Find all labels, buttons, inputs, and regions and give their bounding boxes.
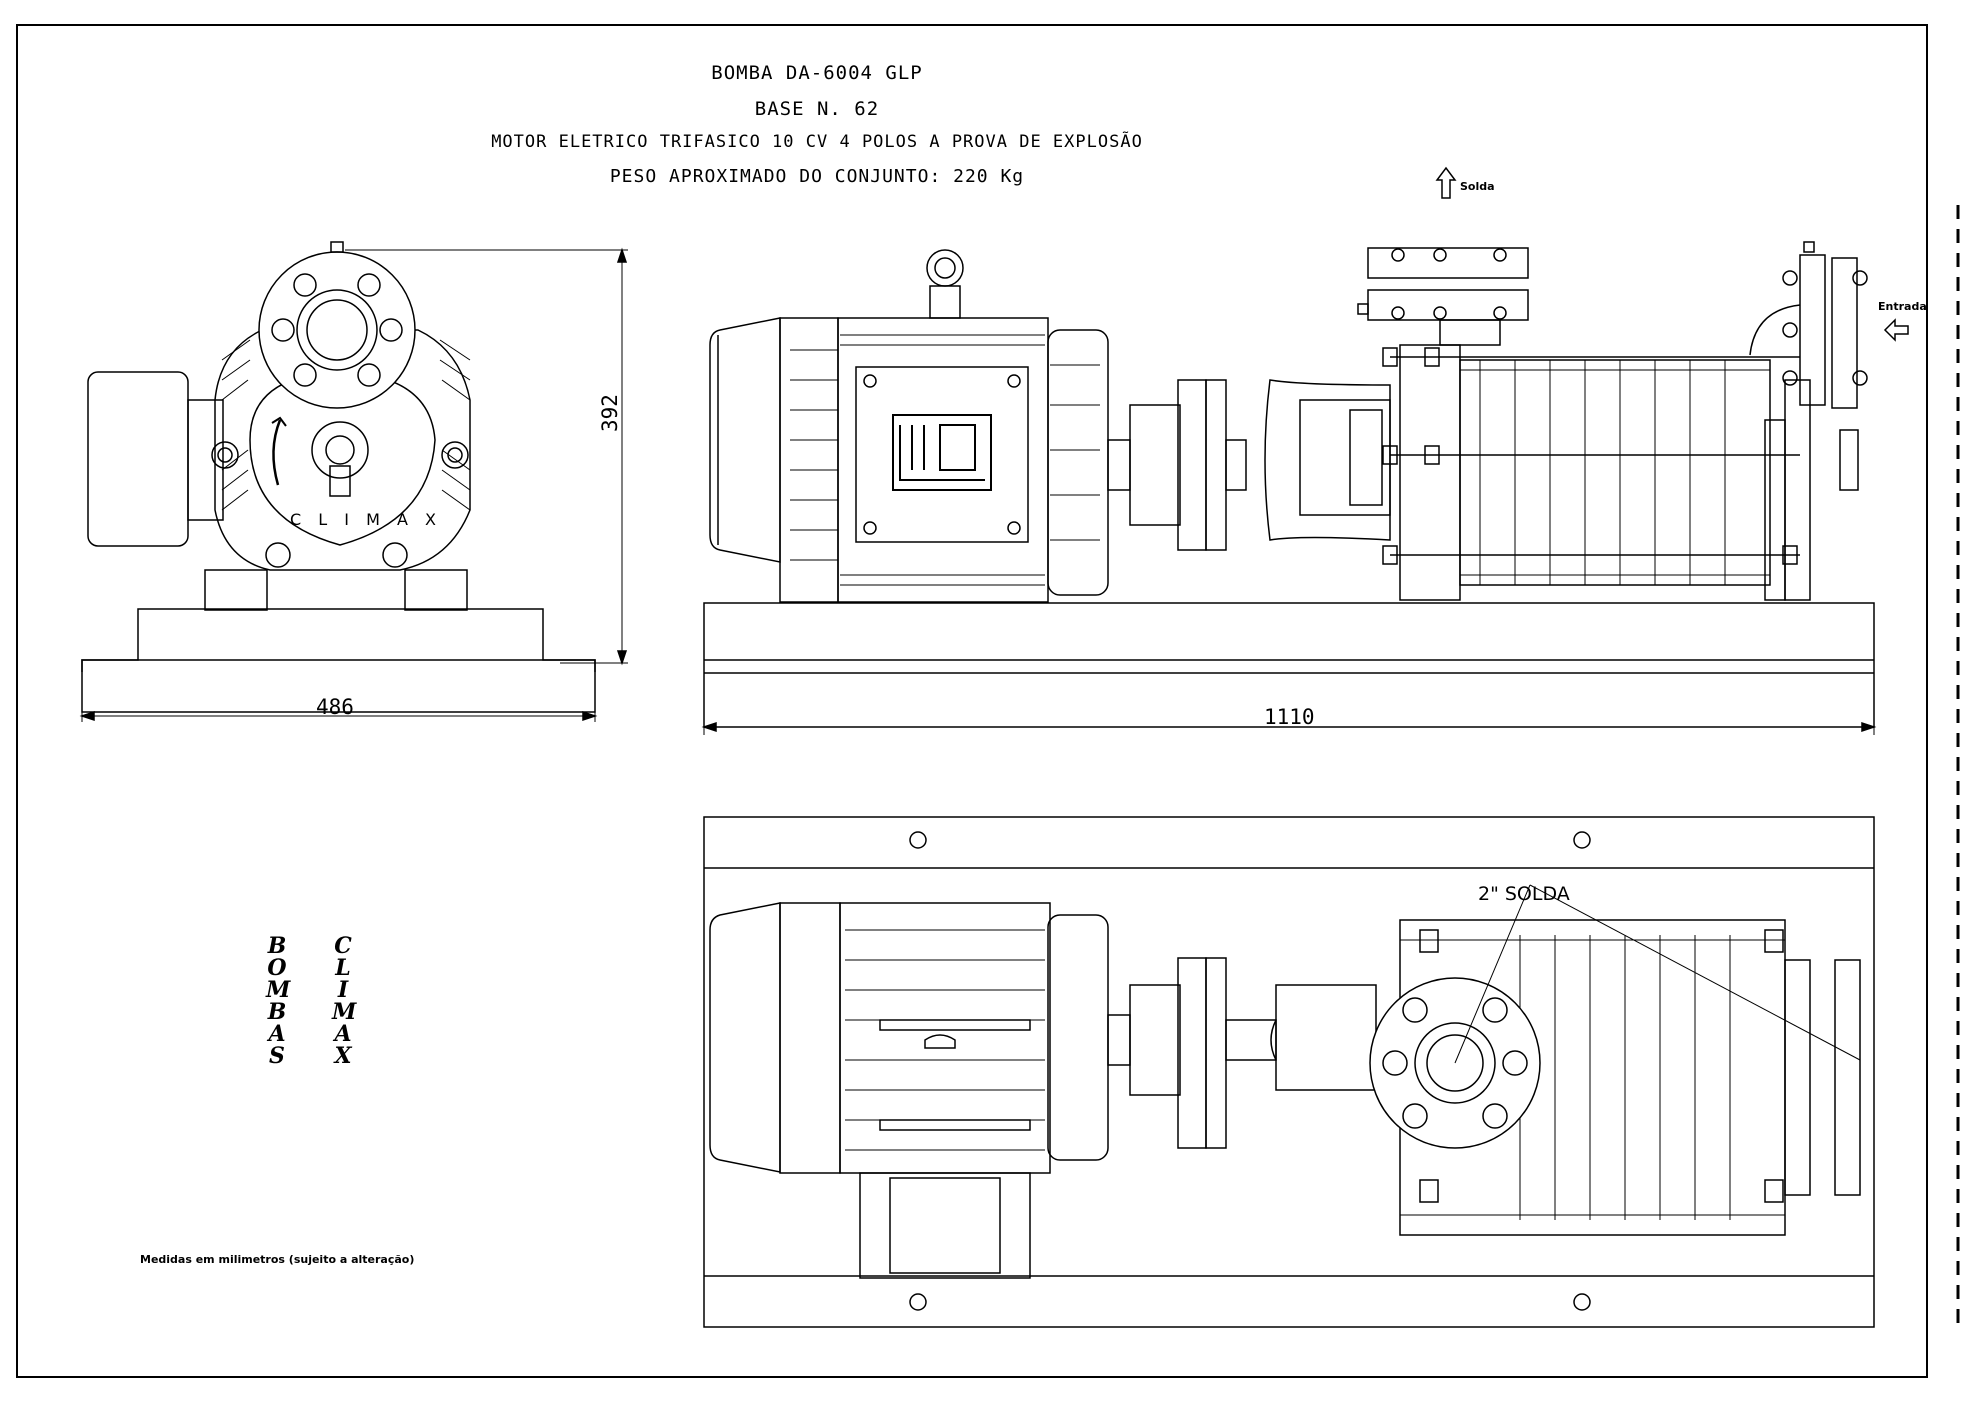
- title-line-1: BOMBA DA-6004 GLP: [711, 62, 923, 84]
- dim-front-width: 486: [316, 695, 354, 719]
- dim-side-length: 1110: [1264, 705, 1315, 729]
- brand-word-bombas: BOMBAS: [266, 933, 291, 1069]
- title-line-3: MOTOR ELETRICO TRIFASICO 10 CV 4 POLOS A…: [491, 132, 1143, 152]
- measurement-note: Medidas em milimetros (sujeito a alteraç…: [140, 1253, 415, 1266]
- front-climax-text: C L I M A X: [290, 510, 442, 529]
- sheet-border: [16, 24, 1928, 1378]
- dim-front-height: 392: [598, 394, 622, 432]
- brand-word-climax: CLIMAX: [332, 933, 357, 1069]
- weg-logo: [892, 414, 992, 491]
- side-view: [701, 166, 1909, 735]
- title-line-2: BASE N. 62: [754, 98, 880, 120]
- front-view: C L I M A X: [79, 241, 628, 722]
- top-view: [703, 816, 1875, 1328]
- solda-outlet-label: Solda: [1460, 180, 1495, 193]
- entrada-label: Entrada: [1878, 300, 1927, 313]
- title-line-4: PESO APROXIMADO DO CONJUNTO: 220 Kg: [609, 166, 1025, 187]
- solda-2in-label: 2" SOLDA: [1478, 883, 1570, 905]
